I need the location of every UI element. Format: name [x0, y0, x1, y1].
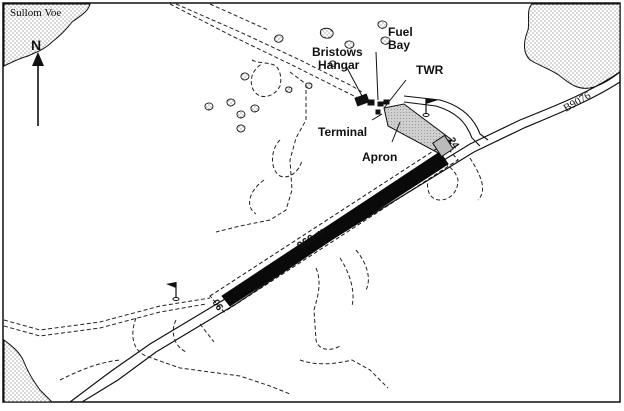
- north-label: N: [31, 37, 41, 53]
- label-hangar: Hangar: [318, 58, 360, 72]
- access-road: [403, 95, 489, 147]
- small-lochs: [204, 20, 391, 133]
- map-border: [2, 2, 621, 403]
- buildings: [354, 93, 390, 115]
- label-terminal: Terminal: [318, 125, 367, 139]
- runway-strip: [209, 143, 459, 313]
- label-bay: Bay: [388, 38, 410, 52]
- label-fuel: Fuel: [388, 25, 413, 39]
- windsock-sw: [166, 282, 180, 301]
- water-sullom-voe: [3, 3, 91, 67]
- label-bristows: Bristows: [312, 45, 363, 59]
- runway-end-ne-block: [432, 134, 454, 158]
- windsock-ne: [422, 98, 438, 117]
- label-twr: TWR: [416, 63, 444, 77]
- north-arrow: [32, 52, 44, 126]
- label-apron: Apron: [362, 150, 397, 164]
- leader-lines: [345, 51, 407, 143]
- runway: [221, 151, 449, 307]
- dashed-tracks: [3, 3, 483, 395]
- place-label-sullom-voe: Sullom Voe: [10, 7, 61, 19]
- water-bottom-left: [3, 338, 54, 403]
